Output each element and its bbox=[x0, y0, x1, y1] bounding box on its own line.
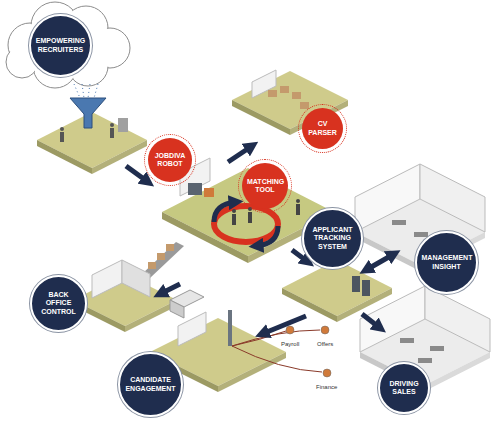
people-part bbox=[60, 127, 64, 131]
title-circle: EMPOWERING RECRUITERS bbox=[29, 14, 92, 77]
circle-label: CANDIDATE ENGAGEMENT bbox=[125, 376, 177, 392]
room-part bbox=[420, 164, 485, 232]
platform-part bbox=[125, 300, 177, 332]
platform-part bbox=[92, 140, 147, 174]
people-part bbox=[296, 204, 300, 215]
circle-label: BACK OFFICE CONTROL bbox=[39, 291, 79, 315]
platform-part bbox=[178, 312, 206, 346]
flow-arrows-part bbox=[160, 284, 180, 294]
cloud bbox=[6, 2, 130, 88]
room-part bbox=[392, 220, 406, 225]
circle-label: EMPOWERING RECRUITERS bbox=[36, 37, 86, 53]
room-part bbox=[400, 338, 414, 343]
wires-part bbox=[232, 346, 322, 372]
data-drops-part bbox=[94, 84, 98, 98]
tool-circle: MATCHING TOOL bbox=[238, 159, 292, 213]
room-part bbox=[425, 286, 490, 352]
platform-part bbox=[362, 280, 370, 296]
icons-part bbox=[321, 326, 329, 334]
title-circle: MANAGEMENT INSIGHT bbox=[415, 231, 478, 294]
room-part bbox=[355, 232, 420, 271]
tool-circle: CV PARSER bbox=[298, 104, 347, 153]
tool-circle: JOBDIVA ROBOT bbox=[144, 134, 196, 186]
people bbox=[60, 118, 128, 142]
title-circle: BACK OFFICE CONTROL bbox=[30, 275, 87, 332]
wires bbox=[232, 330, 322, 372]
circle-label: CV PARSER bbox=[308, 120, 338, 136]
flow-arrows-part bbox=[262, 316, 306, 334]
truck-part bbox=[170, 300, 184, 318]
room-part bbox=[414, 232, 428, 237]
room-part bbox=[430, 346, 444, 351]
icons-part bbox=[286, 326, 294, 334]
room-part bbox=[355, 164, 420, 232]
icons bbox=[286, 326, 331, 377]
people-part bbox=[232, 209, 236, 213]
platform-part bbox=[228, 310, 232, 346]
people-part bbox=[118, 118, 128, 132]
data-drops-part bbox=[82, 84, 84, 98]
flow-arrows-part bbox=[362, 314, 380, 328]
wires-part bbox=[232, 330, 320, 346]
data-drops bbox=[74, 84, 98, 98]
flow-arrows-part bbox=[366, 254, 394, 270]
cycle-arrows-part bbox=[256, 226, 278, 246]
platform-part bbox=[218, 352, 286, 392]
flow-arrows-part bbox=[228, 146, 252, 162]
title-circle: CANDIDATE ENGAGEMENT bbox=[118, 352, 183, 417]
platform-part bbox=[37, 140, 92, 174]
platform-part bbox=[282, 288, 337, 322]
room-part bbox=[425, 352, 490, 391]
circle-label: MANAGEMENT INSIGHT bbox=[422, 254, 472, 270]
title-circle: DRIVING SALES bbox=[378, 362, 430, 414]
platform-part bbox=[122, 260, 150, 297]
people-part bbox=[60, 132, 64, 142]
hub-platform-part bbox=[204, 188, 214, 197]
data-drops-part bbox=[74, 84, 80, 98]
conveyor-part bbox=[166, 244, 174, 251]
platform-part bbox=[292, 92, 301, 99]
people-part bbox=[296, 199, 300, 203]
platform-part bbox=[232, 100, 290, 135]
funnel bbox=[70, 98, 106, 128]
conveyor-part bbox=[157, 253, 165, 260]
hub-platform-part bbox=[188, 183, 202, 195]
platform-part bbox=[92, 260, 122, 298]
circle-label: DRIVING SALES bbox=[386, 380, 422, 396]
circle-label: JOBDIVA ROBOT bbox=[153, 152, 187, 168]
conveyor-part bbox=[148, 262, 156, 269]
people-part bbox=[248, 212, 252, 223]
platform-part bbox=[252, 70, 276, 98]
hub-platform-part bbox=[162, 212, 248, 263]
platform-part bbox=[268, 90, 277, 97]
platform-part bbox=[352, 276, 360, 292]
circle-label: APPLICANT TRACKING SYSTEM bbox=[311, 226, 355, 250]
people-part bbox=[232, 214, 236, 225]
icons-part bbox=[323, 369, 331, 377]
title-circle: APPLICANT TRACKING SYSTEM bbox=[302, 208, 363, 269]
people-part bbox=[110, 128, 114, 138]
people-part bbox=[110, 123, 114, 127]
circle-label: MATCHING TOOL bbox=[247, 178, 283, 194]
item-label: Offers bbox=[316, 341, 334, 348]
item-label: Payroll bbox=[280, 341, 300, 348]
room-part bbox=[360, 286, 425, 352]
cloud-fill bbox=[7, 3, 129, 87]
room-part bbox=[418, 358, 432, 363]
item-label: Finance bbox=[315, 384, 338, 391]
truck bbox=[170, 290, 204, 318]
platform-part bbox=[280, 86, 289, 93]
data-drops-part bbox=[88, 84, 90, 98]
